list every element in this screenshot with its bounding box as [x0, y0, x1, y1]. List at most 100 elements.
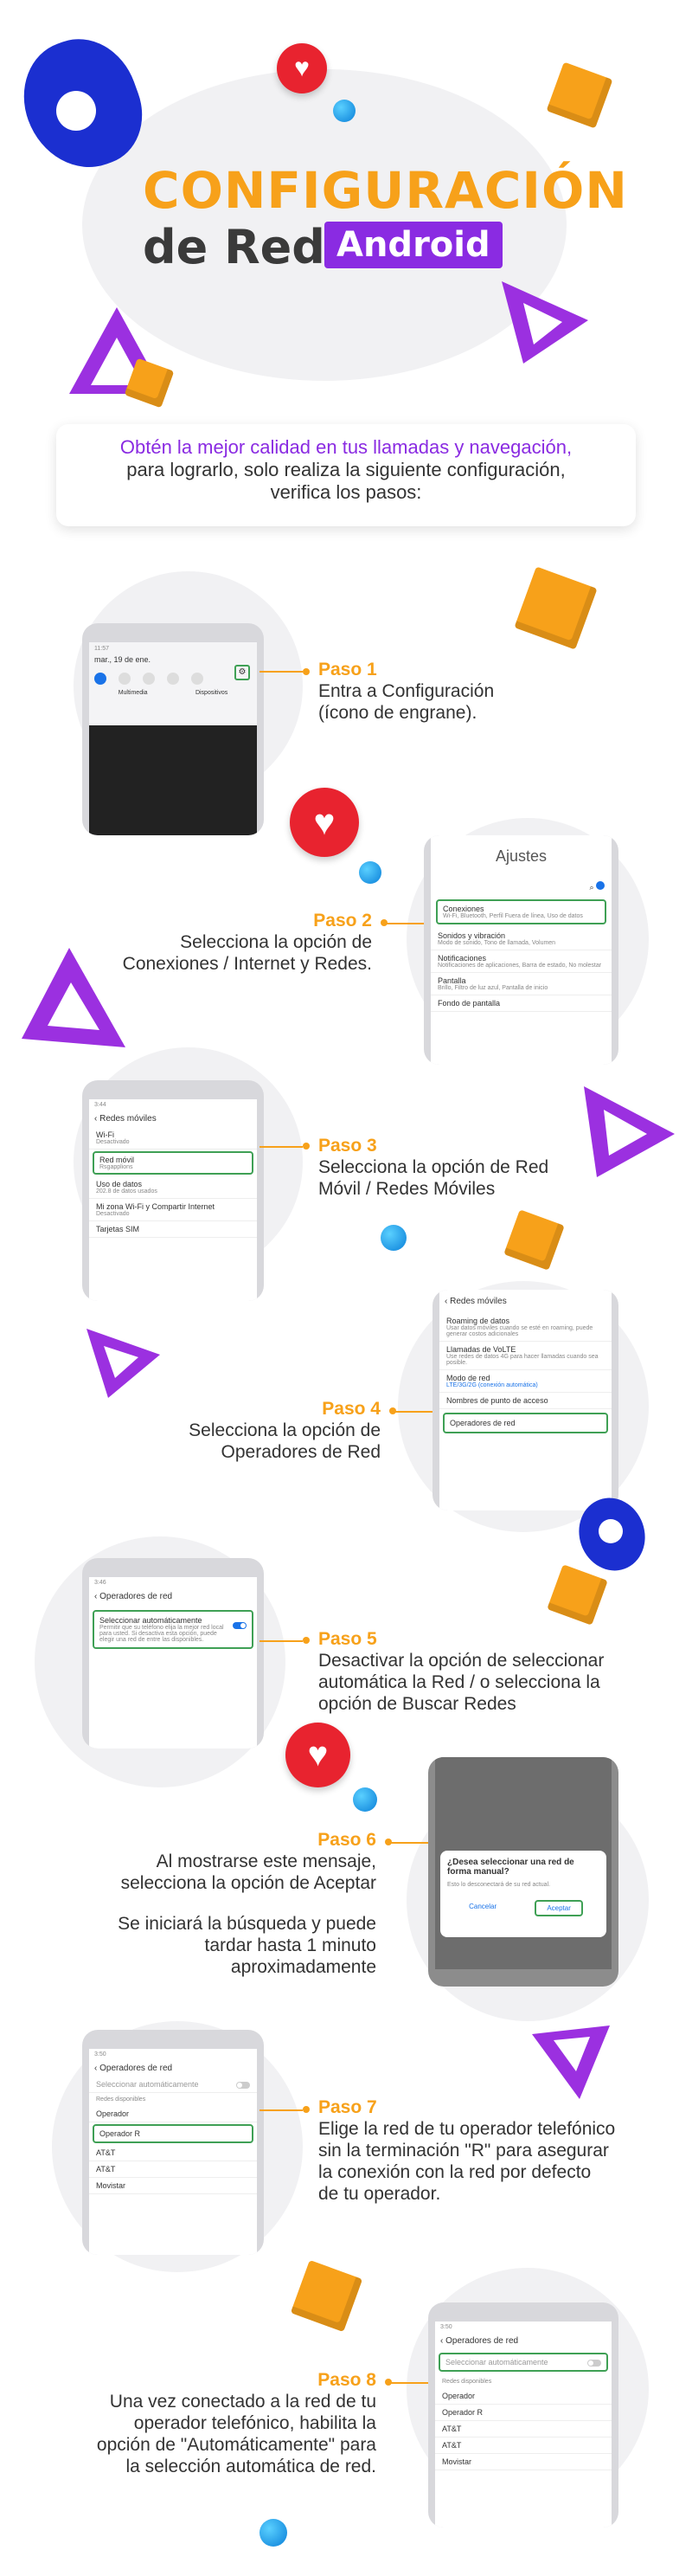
triangle-icon	[22, 948, 125, 1047]
row-sub: Usar datos móviles cuando se esté en roa…	[446, 1325, 593, 1337]
connector-dot	[303, 1637, 310, 1644]
auto-select-row[interactable]: Seleccionar automáticamente Permitir que…	[93, 1610, 253, 1649]
back-arrow-icon[interactable]: ‹	[94, 2064, 98, 2073]
row-label: Seleccionar automáticamente	[445, 2358, 548, 2367]
step-line: selecciona la opción de Aceptar	[120, 1873, 376, 1893]
toggle-icon[interactable]	[191, 673, 203, 685]
status-time: 3:46	[94, 1580, 106, 1586]
dialog-question: ¿Desea seleccionar una red de forma manu…	[447, 1858, 574, 1877]
menu-sub: Notificaciones de aplicaciones, Barra de…	[438, 963, 602, 969]
phone-step7: 3:50 ‹ Operadores de red Seleccionar aut…	[82, 2030, 264, 2255]
auto-select-row[interactable]: Seleccionar automáticamente	[89, 2077, 257, 2093]
row-label: Tarjetas SIM	[96, 1225, 140, 1233]
operator-item-selected[interactable]: Operador R	[93, 2124, 253, 2143]
operadores-row[interactable]: Operadores de red	[443, 1413, 608, 1433]
toggle-icon[interactable]	[143, 673, 155, 685]
back-arrow-icon[interactable]: ‹	[445, 1297, 448, 1306]
screen-header: Redes móviles	[99, 1114, 157, 1124]
auto-toggle[interactable]	[236, 2082, 250, 2089]
connector-dot	[381, 919, 388, 926]
phone-step1: 11:57 mar., 19 de ene. ⚙ Multimedia Disp…	[82, 623, 264, 835]
apn-row[interactable]: Nombres de punto de acceso	[439, 1393, 612, 1409]
ball-icon	[353, 1787, 377, 1812]
intro-line: para lograrlo, solo realiza la siguiente…	[126, 459, 566, 480]
step-line: opción de Buscar Redes	[318, 1694, 516, 1714]
menu-fondo[interactable]: Fondo de pantalla	[431, 995, 612, 1012]
screen-header: Redes móviles	[450, 1297, 507, 1306]
operator-item[interactable]: Operador	[435, 2388, 612, 2405]
status-time: 3:44	[94, 1102, 106, 1108]
page-title: CONFIGURACIÓN	[143, 161, 628, 220]
step-title: Paso 2	[313, 911, 372, 931]
devices-label[interactable]: Dispositivos	[195, 690, 228, 696]
gear-icon[interactable]: ⚙	[234, 665, 250, 680]
row-label: Llamadas de VoLTE	[446, 1345, 516, 1354]
heart-icon: ♥	[277, 43, 327, 93]
cancel-button[interactable]: Cancelar	[469, 1903, 497, 1910]
back-arrow-icon[interactable]: ‹	[440, 2336, 444, 2346]
menu-label: Fondo de pantalla	[438, 999, 501, 1008]
screen-header: Operadores de red	[445, 2336, 519, 2346]
sim-row[interactable]: Tarjetas SIM	[89, 1221, 257, 1238]
step-title: Paso 8	[317, 2370, 376, 2390]
step-title: Paso 1	[318, 660, 377, 679]
date-label: mar., 19 de ene.	[94, 655, 151, 664]
operator-item[interactable]: AT&T	[435, 2438, 612, 2454]
cube-icon	[547, 1564, 608, 1626]
toggle-icon[interactable]	[94, 673, 106, 685]
step-line: aproximadamente	[230, 1957, 376, 1977]
auto-toggle[interactable]	[587, 2360, 601, 2367]
operator-item[interactable]: AT&T	[435, 2421, 612, 2438]
connector-dot	[303, 1143, 310, 1150]
manual-dialog: ¿Desea seleccionar una red de forma manu…	[440, 1851, 606, 1937]
operator-item[interactable]: Movistar	[435, 2454, 612, 2470]
row-label: Mi zona Wi-Fi y Compartir Internet	[96, 1202, 215, 1211]
step-line: tardar hasta 1 minuto	[204, 1935, 376, 1955]
step7-text: Paso 7 Elige la red de tu operador telef…	[318, 2097, 615, 2205]
back-arrow-icon[interactable]: ‹	[94, 1114, 98, 1124]
triangle-icon	[86, 1329, 160, 1398]
menu-conexiones[interactable]: Conexiones Wi-Fi, Bluetooth, Perfil Fuer…	[436, 899, 606, 924]
step4-text: Paso 4 Selecciona la opción de Operadore…	[95, 1399, 381, 1463]
cube-icon	[503, 1209, 565, 1271]
auto-select-row[interactable]: Seleccionar automáticamente	[439, 2353, 608, 2372]
connector-dot	[389, 1407, 396, 1414]
back-arrow-icon[interactable]: ‹	[94, 1592, 98, 1601]
toggle-icon[interactable]	[167, 673, 179, 685]
operator-item[interactable]: Operador	[89, 2106, 257, 2122]
heart-icon: ♥	[285, 1723, 350, 1787]
connector-line	[394, 1411, 432, 1413]
operator-item[interactable]: Movistar	[89, 2178, 257, 2194]
step-line: sin la terminación "R" para asegurar	[318, 2141, 609, 2161]
auto-toggle[interactable]	[233, 1622, 247, 1629]
step-line: Selecciona la opción de	[189, 1420, 381, 1440]
phone-step5: 3:46 ‹ Operadores de red Seleccionar aut…	[82, 1558, 264, 1748]
accept-button[interactable]: Aceptar	[535, 1900, 583, 1916]
search-icon[interactable]: ⌕	[589, 883, 594, 892]
phone-step8: 3:50 ‹ Operadores de red Seleccionar aut…	[428, 2302, 618, 2528]
operator-item[interactable]: AT&T	[89, 2145, 257, 2161]
step6-text: Paso 6 Al mostrarse este mensaje, selecc…	[61, 1830, 376, 1978]
operator-item[interactable]: Operador R	[435, 2405, 612, 2421]
section-label: Redes disponibles	[96, 2096, 146, 2103]
avatar[interactable]	[596, 881, 605, 890]
step-line: Conexiones / Internet y Redes.	[122, 954, 372, 974]
connector-dot	[385, 2379, 392, 2386]
connector-line	[385, 923, 424, 924]
heart-icon: ♥	[290, 788, 359, 857]
operator-item[interactable]: AT&T	[89, 2161, 257, 2178]
media-label[interactable]: Multimedia	[118, 690, 148, 696]
status-time: 11:57	[94, 646, 109, 652]
toggle-icon[interactable]	[119, 673, 131, 685]
